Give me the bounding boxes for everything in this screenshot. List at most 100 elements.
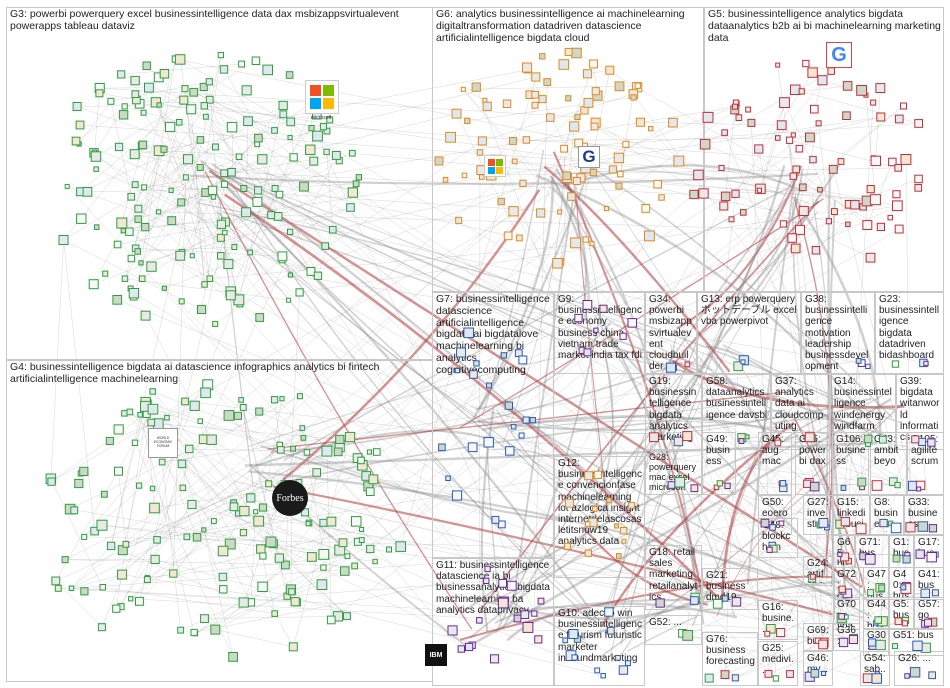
node-avatar[interactable] bbox=[616, 656, 621, 661]
node-avatar[interactable] bbox=[271, 397, 277, 403]
node-avatar[interactable] bbox=[182, 398, 189, 405]
node-avatar[interactable] bbox=[178, 627, 184, 633]
node-avatar[interactable] bbox=[255, 187, 262, 194]
node-avatar[interactable] bbox=[113, 605, 120, 612]
node-avatar[interactable] bbox=[565, 499, 573, 507]
node-avatar[interactable] bbox=[565, 48, 572, 55]
node-avatar[interactable] bbox=[866, 364, 870, 368]
node-avatar[interactable] bbox=[869, 639, 876, 646]
node-avatar[interactable] bbox=[278, 447, 285, 454]
node-avatar[interactable] bbox=[626, 661, 631, 666]
ibm-logo-node[interactable]: IBM bbox=[425, 644, 447, 666]
node-avatar[interactable] bbox=[132, 440, 137, 445]
node-avatar[interactable] bbox=[458, 646, 464, 652]
node-avatar[interactable] bbox=[260, 553, 266, 559]
node-avatar[interactable] bbox=[516, 235, 522, 241]
node-avatar[interactable] bbox=[532, 611, 537, 616]
node-avatar[interactable] bbox=[590, 60, 598, 68]
node-avatar[interactable] bbox=[123, 541, 129, 547]
node-avatar[interactable] bbox=[539, 96, 546, 103]
node-avatar[interactable] bbox=[761, 519, 769, 527]
node-avatar[interactable] bbox=[721, 192, 730, 201]
node-avatar[interactable] bbox=[537, 209, 545, 217]
node-avatar[interactable] bbox=[929, 525, 936, 532]
node-avatar[interactable] bbox=[373, 559, 377, 563]
node-avatar[interactable] bbox=[509, 207, 518, 216]
node-avatar[interactable] bbox=[924, 361, 928, 365]
node-avatar[interactable] bbox=[520, 180, 526, 186]
node-avatar[interactable] bbox=[757, 188, 761, 192]
node-avatar[interactable] bbox=[895, 618, 902, 625]
node-avatar[interactable] bbox=[446, 132, 456, 142]
node-avatar[interactable] bbox=[775, 440, 781, 446]
node-avatar[interactable] bbox=[310, 157, 318, 165]
node-avatar[interactable] bbox=[297, 394, 302, 399]
node-avatar[interactable] bbox=[498, 598, 508, 608]
node-avatar[interactable] bbox=[218, 546, 228, 556]
node-avatar[interactable] bbox=[584, 349, 591, 356]
node-avatar[interactable] bbox=[872, 674, 882, 684]
node-avatar[interactable] bbox=[144, 577, 150, 583]
node-avatar[interactable] bbox=[893, 644, 898, 649]
node-avatar[interactable] bbox=[218, 52, 223, 57]
node-avatar[interactable] bbox=[127, 409, 133, 415]
node-avatar[interactable] bbox=[791, 133, 795, 137]
node-avatar[interactable] bbox=[594, 328, 598, 332]
node-avatar[interactable] bbox=[159, 459, 165, 465]
node-avatar[interactable] bbox=[839, 586, 845, 592]
node-avatar[interactable] bbox=[129, 597, 133, 601]
node-avatar[interactable] bbox=[514, 615, 521, 622]
node-avatar[interactable] bbox=[805, 433, 814, 442]
node-avatar[interactable] bbox=[339, 539, 347, 547]
node-avatar[interactable] bbox=[868, 590, 874, 596]
node-avatar[interactable] bbox=[48, 478, 55, 485]
node-avatar[interactable] bbox=[466, 643, 473, 650]
node-avatar[interactable] bbox=[645, 231, 655, 241]
node-avatar[interactable] bbox=[656, 599, 664, 607]
node-avatar[interactable] bbox=[336, 435, 344, 443]
node-avatar[interactable] bbox=[223, 230, 227, 234]
node-avatar[interactable] bbox=[360, 528, 364, 532]
node-avatar[interactable] bbox=[320, 519, 327, 526]
node-avatar[interactable] bbox=[345, 554, 350, 559]
node-avatar[interactable] bbox=[800, 184, 807, 191]
node-avatar[interactable] bbox=[183, 175, 188, 180]
node-avatar[interactable] bbox=[170, 570, 177, 577]
node-avatar[interactable] bbox=[584, 98, 593, 107]
node-avatar[interactable] bbox=[96, 90, 103, 97]
node-avatar[interactable] bbox=[201, 103, 207, 109]
node-avatar[interactable] bbox=[649, 126, 653, 130]
node-avatar[interactable] bbox=[777, 629, 785, 637]
node-avatar[interactable] bbox=[306, 522, 310, 526]
node-avatar[interactable] bbox=[446, 476, 451, 481]
node-avatar[interactable] bbox=[317, 580, 327, 590]
node-avatar[interactable] bbox=[519, 356, 527, 364]
node-avatar[interactable] bbox=[605, 608, 613, 616]
node-avatar[interactable] bbox=[558, 210, 562, 214]
node-avatar[interactable] bbox=[765, 631, 770, 636]
node-avatar[interactable] bbox=[512, 159, 517, 164]
node-avatar[interactable] bbox=[201, 615, 209, 623]
node-avatar[interactable] bbox=[160, 70, 169, 79]
node-avatar[interactable] bbox=[198, 305, 206, 313]
node-avatar[interactable] bbox=[483, 98, 487, 102]
node-avatar[interactable] bbox=[595, 668, 600, 673]
node-avatar[interactable] bbox=[193, 534, 201, 542]
node-avatar[interactable] bbox=[276, 191, 283, 198]
node-avatar[interactable] bbox=[796, 145, 803, 152]
node-avatar[interactable] bbox=[457, 348, 466, 357]
node-avatar[interactable] bbox=[608, 627, 615, 634]
node-avatar[interactable] bbox=[863, 674, 872, 683]
forbes-logo-node[interactable]: Forbes bbox=[272, 480, 308, 516]
node-avatar[interactable] bbox=[226, 291, 235, 300]
node-avatar[interactable] bbox=[739, 439, 744, 444]
node-avatar[interactable] bbox=[448, 626, 457, 635]
node-avatar[interactable] bbox=[256, 314, 264, 322]
node-avatar[interactable] bbox=[313, 469, 321, 477]
node-avatar[interactable] bbox=[559, 60, 569, 70]
node-avatar[interactable] bbox=[148, 404, 158, 414]
node-avatar[interactable] bbox=[126, 228, 133, 235]
node-avatar[interactable] bbox=[254, 510, 258, 514]
node-avatar[interactable] bbox=[115, 143, 122, 150]
node-avatar[interactable] bbox=[98, 624, 105, 631]
